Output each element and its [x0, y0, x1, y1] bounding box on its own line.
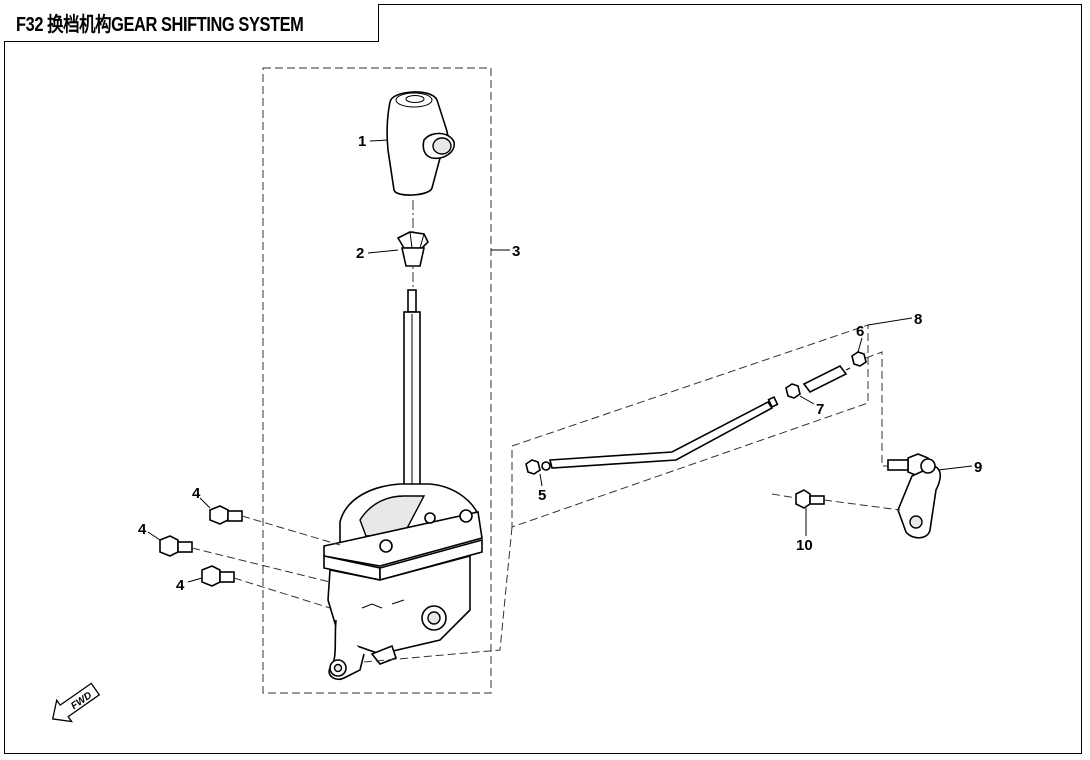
- callout-10: 10: [796, 537, 813, 554]
- callout-5: 5: [538, 487, 546, 504]
- leader-7: [799, 395, 815, 405]
- rod-nut-6: [851, 351, 867, 367]
- assembly-8-boundary: [511, 324, 869, 528]
- rod-nut-7: [785, 383, 801, 399]
- page-title: F32 换档机构GEAR SHIFTING SYSTEM: [16, 14, 304, 36]
- leader-8: [867, 317, 913, 326]
- shift-knob: [386, 91, 455, 196]
- shifter-housing: [323, 483, 483, 681]
- shift-arm-9: [887, 453, 942, 539]
- rod-nut-5: [525, 459, 551, 475]
- fwd-arrow-icon: FWD: [51, 682, 101, 723]
- callout-4-middle: 4: [138, 521, 147, 538]
- linkage-to-arm-line: [865, 351, 890, 467]
- shift-linkage-rod: [548, 396, 779, 469]
- drawing-frame: [4, 4, 1082, 754]
- leader-9: [937, 465, 973, 471]
- callout-4-top: 4: [192, 485, 201, 502]
- shift-lever-shaft: [403, 289, 421, 493]
- callout-1: 1: [358, 133, 366, 150]
- bolt-4-middle: [159, 535, 331, 583]
- callout-7: 7: [816, 401, 824, 418]
- callout-3: 3: [512, 243, 520, 260]
- title-box: F32 换档机构GEAR SHIFTING SYSTEM: [4, 4, 380, 42]
- leader-4b: [147, 531, 161, 541]
- assembly-3-boundary: [262, 67, 492, 694]
- bolt-4-bottom: [201, 565, 331, 609]
- callout-4-bottom: 4: [176, 577, 185, 594]
- leader-5: [539, 473, 543, 487]
- housing-to-rod-line: [363, 526, 513, 663]
- callout-6: 6: [856, 323, 864, 340]
- leader-4c: [187, 577, 203, 583]
- bolt-4-top: [209, 505, 341, 546]
- leader-2: [367, 249, 399, 254]
- threaded-coupler: [802, 364, 851, 394]
- bolt-10: [771, 489, 901, 511]
- leader-6: [857, 337, 863, 353]
- callout-2: 2: [356, 245, 364, 262]
- callout-8: 8: [914, 311, 922, 328]
- shift-nut: [396, 231, 429, 267]
- callout-9: 9: [974, 459, 982, 476]
- leader-1: [369, 139, 389, 142]
- leader-4a: [199, 497, 211, 509]
